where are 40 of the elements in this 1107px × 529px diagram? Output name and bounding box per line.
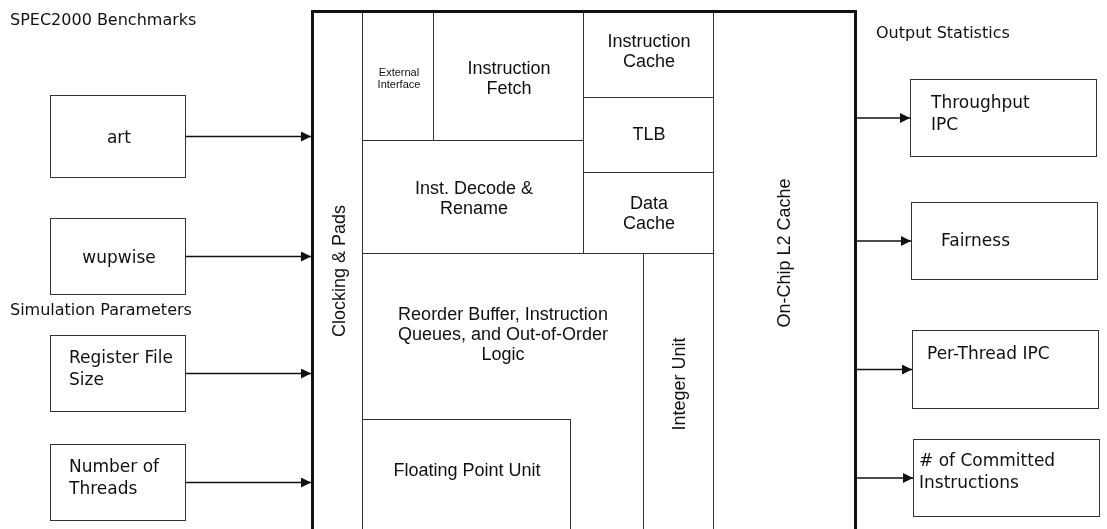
arrow [185, 251, 312, 262]
arrow [185, 477, 312, 488]
block-label: Clocking & Pads [328, 204, 350, 338]
arrow [185, 368, 312, 379]
block-label: Per-Thread IPC [927, 342, 1051, 365]
processor-core-box [311, 10, 857, 529]
block-label: On-Chip L2 Cache [773, 178, 795, 328]
section-heading: Output Statistics [876, 23, 1010, 42]
arrow [856, 236, 912, 246]
block-label: # of Committed Instructions [919, 449, 1057, 494]
block-label: External Interface [376, 65, 422, 91]
arrow [856, 113, 911, 123]
input-output-box [911, 202, 1098, 280]
section-heading: Simulation Parameters [10, 300, 192, 319]
input-output-box [50, 218, 186, 295]
core-unit-block [362, 419, 571, 529]
input-output-box [913, 439, 1100, 517]
block-label: Number of Threads [69, 455, 161, 500]
input-output-box [910, 79, 1097, 157]
block-label: Floating Point Unit [392, 459, 542, 481]
block-label: Data Cache [622, 192, 676, 234]
block-label: Register File Size [69, 346, 174, 391]
block-label: Inst. Decode & Rename [413, 177, 535, 219]
arrow [856, 364, 913, 375]
block-label: Integer Unit [668, 337, 690, 431]
arrow [856, 473, 914, 483]
block-label: Instruction Fetch [466, 57, 552, 99]
input-output-box [50, 335, 186, 412]
block-label: TLB [631, 123, 667, 145]
section-heading: SPEC2000 Benchmarks [10, 10, 197, 29]
input-output-box [912, 330, 1099, 409]
block-label: Reorder Buffer, Instruction Queues, and Out-of-Order Logic [396, 303, 610, 365]
block-label: wupwise [81, 245, 157, 269]
input-output-box [50, 95, 186, 178]
block-label: Throughput IPC [931, 91, 1031, 136]
block-label: Instruction Cache [606, 30, 692, 72]
input-output-box [50, 444, 186, 521]
block-label: Fairness [941, 229, 1011, 252]
arrow [185, 131, 312, 142]
block-label: art [105, 125, 133, 149]
